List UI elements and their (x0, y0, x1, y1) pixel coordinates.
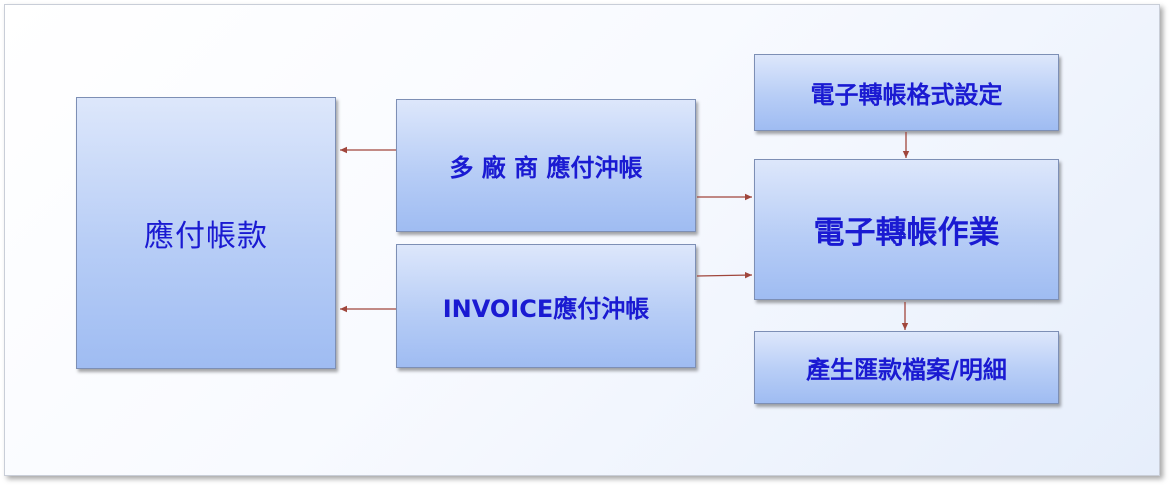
node-remittance-file-label: 產生匯款檔案/明細 (806, 356, 1007, 384)
node-electronic-transfer-label: 電子轉帳作業 (813, 215, 1000, 251)
node-electronic-transfer: 電子轉帳作業 (754, 159, 1059, 300)
node-multi-vendor-payment-label: 多 廠 商 應付沖帳 (449, 154, 643, 182)
node-multi-vendor-payment: 多 廠 商 應付沖帳 (396, 99, 696, 232)
node-remittance-file: 產生匯款檔案/明細 (754, 331, 1059, 404)
node-transfer-format-setting: 電子轉帳格式設定 (754, 54, 1059, 131)
node-invoice-payment: INVOICE應付沖帳 (396, 244, 696, 368)
node-invoice-payment-label: INVOICE應付沖帳 (442, 294, 650, 323)
node-accounts-payable: 應付帳款 (76, 97, 336, 369)
node-accounts-payable-label: 應付帳款 (144, 219, 268, 254)
node-transfer-format-setting-label: 電子轉帳格式設定 (810, 81, 1003, 109)
